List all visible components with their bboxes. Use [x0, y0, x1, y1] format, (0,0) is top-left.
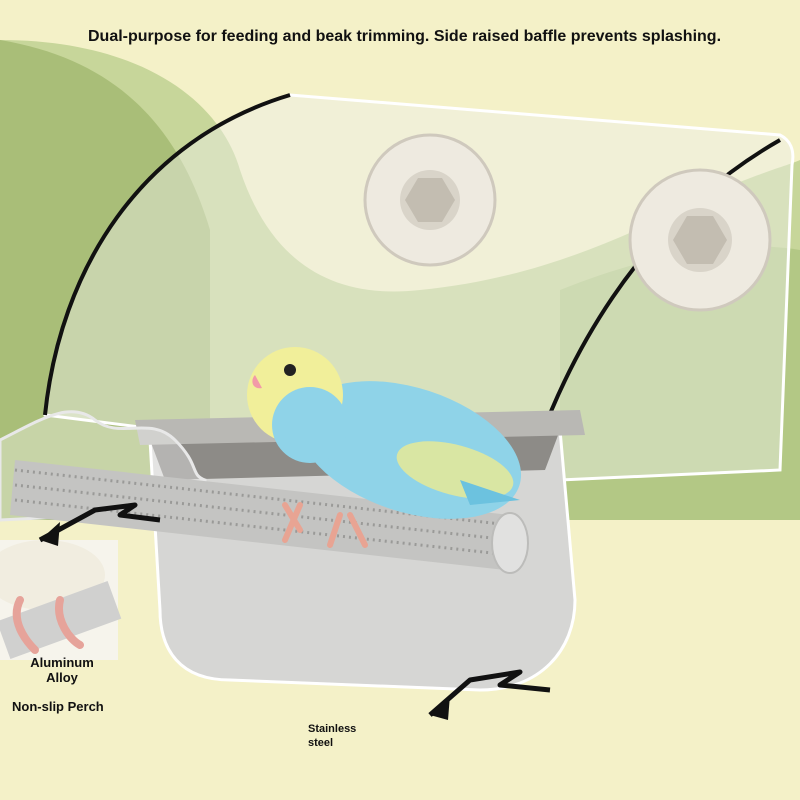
- budgie-bird: [247, 347, 522, 548]
- perch-label: Non-slip Perch: [12, 699, 104, 714]
- arrow-to-perch-icon: [38, 502, 161, 546]
- headline-text: Dual-purpose for feeding and beak trimmi…: [88, 28, 722, 45]
- arrow-to-bowl-icon: [428, 669, 551, 720]
- suction-cup-left: [363, 133, 497, 267]
- suction-cup-right: [628, 168, 772, 312]
- background-wave-right: [560, 246, 800, 521]
- hood-edge-left: [43, 93, 291, 416]
- stainless-steel-label: Stainless steel: [308, 723, 357, 749]
- perch-end-cap: [491, 512, 529, 574]
- inset-bird-feet: [12, 596, 84, 654]
- aluminum-alloy-label: Aluminum Alloy: [30, 655, 94, 685]
- background-wave-dark: [0, 40, 210, 520]
